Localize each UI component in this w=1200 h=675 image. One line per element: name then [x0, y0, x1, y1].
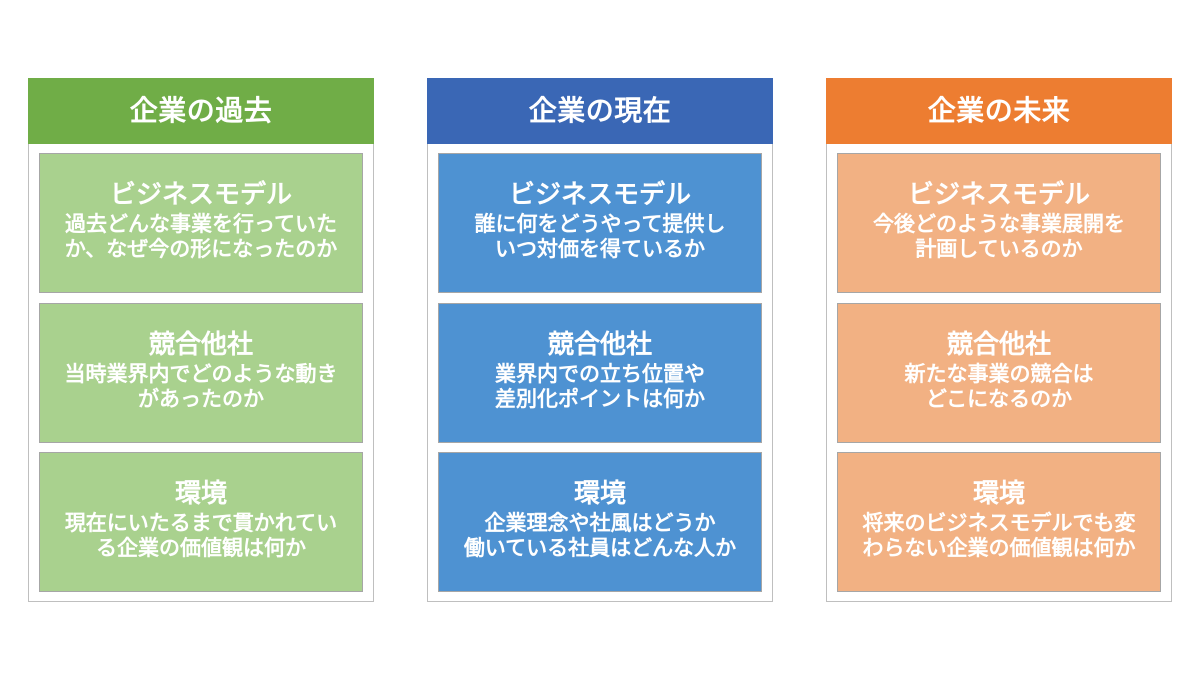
- card-past-environment[interactable]: 環境 現在にいたるまで貫かれてい る企業の価値観は何か: [39, 452, 363, 592]
- card-description: 業界内での立ち位置や 差別化ポイントは何か: [495, 363, 705, 412]
- column-body-past: ビジネスモデル 過去どんな事業を行っていた か、なぜ今の形になったのか 競合他社…: [28, 144, 374, 602]
- card-title: 競合他社: [148, 329, 253, 360]
- card-future-environment[interactable]: 環境 将来のビジネスモデルでも変 わらない企業の価値観は何か: [837, 452, 1161, 592]
- card-title: 環境: [174, 478, 227, 509]
- card-description: 当時業界内でどのような動き があったのか: [64, 363, 338, 412]
- card-title: ビジネスモデル: [907, 179, 1090, 210]
- card-past-competitors[interactable]: 競合他社 当時業界内でどのような動き があったのか: [39, 303, 363, 443]
- card-title: ビジネスモデル: [109, 179, 292, 210]
- card-description: 将来のビジネスモデルでも変 わらない企業の価値観は何か: [862, 512, 1136, 561]
- card-title: 競合他社: [547, 329, 652, 360]
- column-header-future[interactable]: 企業の未来: [826, 78, 1172, 144]
- card-title: 競合他社: [946, 329, 1051, 360]
- column-body-future: ビジネスモデル 今後どのような事業展開を 計画しているのか 競合他社 新たな事業…: [826, 144, 1172, 602]
- column-past: 企業の過去 ビジネスモデル 過去どんな事業を行っていた か、なぜ今の形になったの…: [28, 78, 374, 602]
- card-description: 現在にいたるまで貫かれてい る企業の価値観は何か: [64, 512, 338, 561]
- card-future-business-model[interactable]: ビジネスモデル 今後どのような事業展開を 計画しているのか: [837, 153, 1161, 293]
- card-past-business-model[interactable]: ビジネスモデル 過去どんな事業を行っていた か、なぜ今の形になったのか: [39, 153, 363, 293]
- card-title: ビジネスモデル: [508, 179, 691, 210]
- column-header-past[interactable]: 企業の過去: [28, 78, 374, 144]
- card-present-competitors[interactable]: 競合他社 業界内での立ち位置や 差別化ポイントは何か: [438, 303, 762, 443]
- card-description: 過去どんな事業を行っていた か、なぜ今の形になったのか: [64, 213, 338, 262]
- card-present-business-model[interactable]: ビジネスモデル 誰に何をどうやって提供し いつ対価を得ているか: [438, 153, 762, 293]
- card-description: 今後どのような事業展開を 計画しているのか: [873, 213, 1125, 262]
- card-description: 誰に何をどうやって提供し いつ対価を得ているか: [474, 213, 726, 262]
- column-body-present: ビジネスモデル 誰に何をどうやって提供し いつ対価を得ているか 競合他社 業界内…: [427, 144, 773, 602]
- column-future: 企業の未来 ビジネスモデル 今後どのような事業展開を 計画しているのか 競合他社…: [826, 78, 1172, 602]
- card-future-competitors[interactable]: 競合他社 新たな事業の競合は どこになるのか: [837, 303, 1161, 443]
- card-title: 環境: [972, 478, 1025, 509]
- card-title: 環境: [573, 478, 626, 509]
- column-present: 企業の現在 ビジネスモデル 誰に何をどうやって提供し いつ対価を得ているか 競合…: [427, 78, 773, 602]
- card-description: 企業理念や社風はどうか 働いている社員はどんな人か: [463, 512, 737, 561]
- card-present-environment[interactable]: 環境 企業理念や社風はどうか 働いている社員はどんな人か: [438, 452, 762, 592]
- card-description: 新たな事業の競合は どこになるのか: [904, 363, 1094, 412]
- column-header-present[interactable]: 企業の現在: [427, 78, 773, 144]
